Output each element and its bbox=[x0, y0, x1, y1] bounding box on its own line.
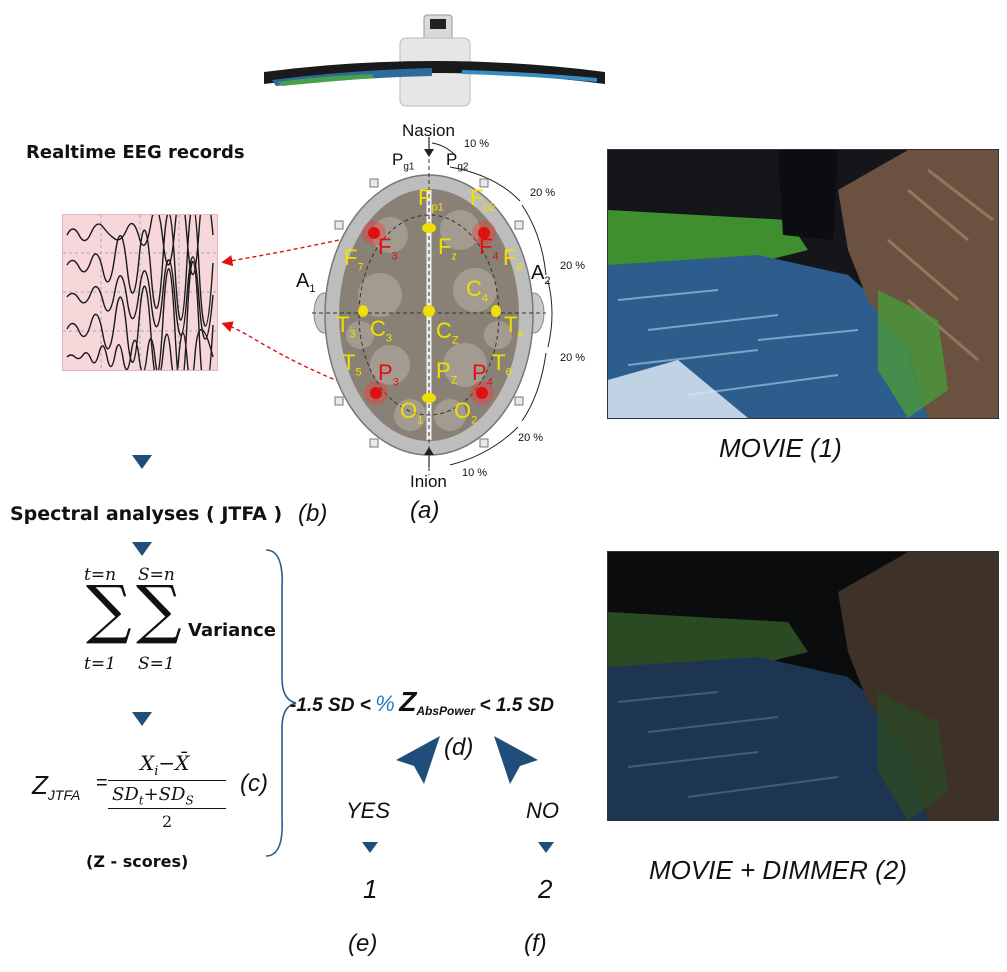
condition-expression: -1.5 SD < % ZAbsPower < 1.5 SD bbox=[290, 686, 554, 718]
z-equals: = bbox=[96, 772, 108, 794]
percent-20-d: 20 % bbox=[518, 432, 544, 444]
variance-label: Variance bbox=[188, 620, 276, 641]
electrode-o2: O2 bbox=[454, 398, 478, 427]
electrode-f4: F4 bbox=[479, 234, 499, 263]
electrode-c4: C4 bbox=[466, 276, 489, 305]
yes-arrow-down bbox=[362, 842, 378, 853]
percent-10-top: 10 % bbox=[464, 138, 490, 150]
percent-20-a: 20 % bbox=[530, 187, 556, 199]
sigma-2: ∑ bbox=[136, 573, 182, 647]
movie-1-caption: MOVIE (1) bbox=[719, 433, 842, 463]
arrow-down-3 bbox=[132, 712, 152, 726]
electrode-t6: T6 bbox=[492, 350, 512, 379]
inion-label: Inion bbox=[410, 472, 447, 491]
electrode-p4: P4 bbox=[472, 360, 493, 389]
midline-electrodes bbox=[358, 223, 501, 403]
electrode-pz: PZ bbox=[436, 358, 458, 387]
electrode-c3: C3 bbox=[370, 316, 393, 345]
yes-label: YES bbox=[346, 798, 391, 823]
z-fraction-bar-2 bbox=[108, 808, 226, 809]
eeg-records-title: Realtime EEG records bbox=[26, 142, 245, 163]
z-denominator-two: 2 bbox=[162, 812, 173, 831]
spectral-tag: (b) bbox=[298, 500, 328, 527]
eeg-trace-4 bbox=[66, 260, 214, 395]
ear-a2-label: A2 bbox=[531, 262, 551, 287]
no-tag: (f) bbox=[524, 930, 547, 957]
condition-left: -1.5 SD < bbox=[290, 695, 371, 716]
electrode-f7: F7 bbox=[344, 245, 364, 274]
yes-tag: (e) bbox=[348, 930, 378, 957]
movie-scene-1 bbox=[607, 149, 999, 419]
electrode-fz: Fz bbox=[438, 234, 457, 263]
ear-a1-label: A1 bbox=[296, 270, 316, 295]
eeg-trace-5 bbox=[66, 329, 214, 383]
z-formula-tag: (c) bbox=[240, 770, 268, 797]
electrode-t5: T5 bbox=[342, 350, 362, 379]
electrode-fp2: Fp2 bbox=[470, 185, 496, 214]
sum-t-bottom: t=1 bbox=[84, 654, 116, 674]
pg1-label: Pg1 bbox=[392, 150, 415, 173]
condition-percent: % bbox=[375, 691, 395, 716]
z-denominator: SDt+SDS bbox=[112, 784, 194, 808]
monitor-illustration bbox=[262, 10, 607, 110]
spectral-analyses-label: Spectral analyses ( JTFA ) bbox=[10, 503, 283, 525]
percent-20-b: 20 % bbox=[560, 260, 586, 272]
condition-right: < 1.5 SD bbox=[479, 695, 554, 716]
nasion-label: Nasion bbox=[402, 121, 455, 140]
sum-t-top: t=n bbox=[84, 565, 117, 585]
arrow-down-2 bbox=[132, 542, 152, 556]
condition-z-sub: AbsPower bbox=[416, 704, 476, 719]
electrode-fp1: Fp1 bbox=[418, 185, 444, 214]
electrode-t3: T3 bbox=[336, 312, 356, 341]
no-label: NO bbox=[526, 798, 559, 823]
z-fraction-bar-1 bbox=[108, 780, 226, 781]
condition-z: Z bbox=[399, 686, 417, 717]
sum-s-top: S=n bbox=[138, 565, 175, 585]
no-arrow-down bbox=[538, 842, 554, 853]
pg2-label: Pg2 bbox=[446, 150, 469, 173]
electrode-f3: F3 bbox=[378, 234, 398, 263]
electrode-o1: O1 bbox=[400, 398, 424, 427]
no-value: 2 bbox=[538, 874, 553, 904]
z-numerator: Xi−X̄ bbox=[140, 751, 190, 779]
eeg-trace-panel bbox=[62, 189, 218, 395]
active-electrodes bbox=[362, 221, 496, 405]
branch-arrows bbox=[396, 736, 538, 784]
electrode-t4: T4 bbox=[504, 312, 524, 341]
head-caption: (a) bbox=[410, 497, 440, 524]
yes-value: 1 bbox=[363, 874, 378, 904]
movie-scene-2 bbox=[607, 551, 999, 821]
movie-2-caption: MOVIE + DIMMER (2) bbox=[649, 855, 907, 885]
sum-s-bottom: S=1 bbox=[138, 654, 175, 674]
condition-tag: (d) bbox=[444, 734, 474, 761]
electrode-f8: F8 bbox=[503, 245, 523, 274]
eeg-trace-3 bbox=[66, 256, 214, 340]
arrow-down-1 bbox=[132, 455, 152, 469]
curly-brace bbox=[265, 549, 297, 857]
electrode-cz: CZ bbox=[436, 318, 459, 347]
z-jtfa-lhs: ZJTFA bbox=[32, 770, 81, 804]
sigma-1: ∑ bbox=[86, 573, 132, 647]
percent-20-c: 20 % bbox=[560, 352, 586, 364]
eeg-10-20-head-diagram bbox=[290, 115, 595, 490]
z-scores-note: (Z - scores) bbox=[86, 852, 189, 871]
electrode-p3: P3 bbox=[378, 360, 399, 389]
percent-10-bottom: 10 % bbox=[462, 467, 488, 479]
